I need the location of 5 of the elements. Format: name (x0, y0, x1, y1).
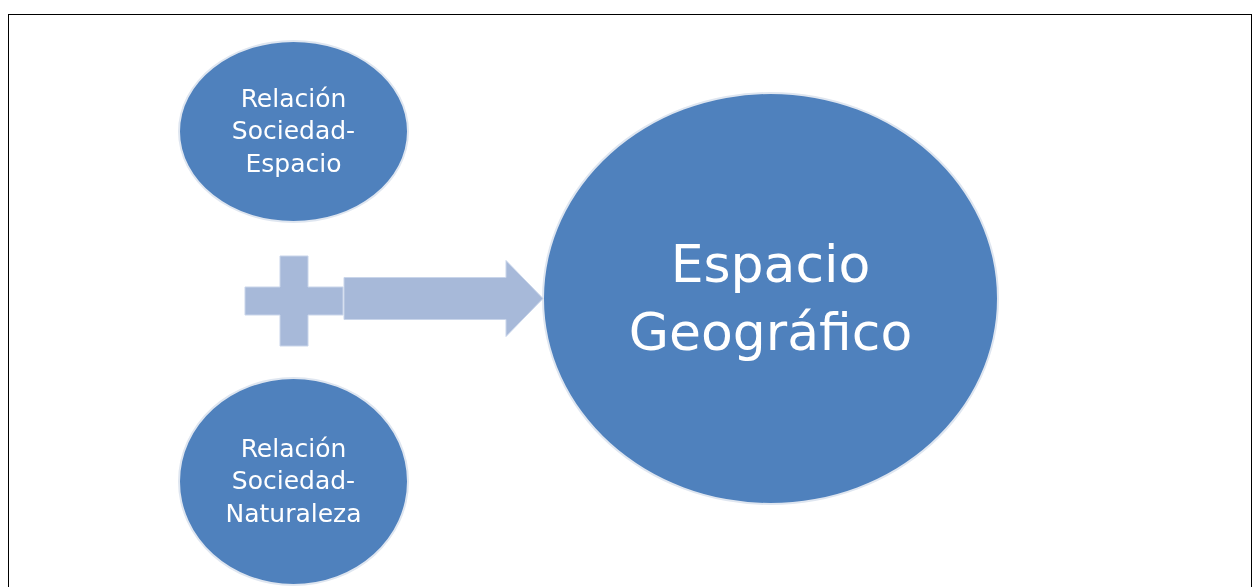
block-arrow (343, 260, 544, 337)
circle-label: Espacio Geográfico (627, 232, 914, 364)
circle-label: Relación Sociedad-Naturaleza (224, 432, 363, 530)
plus-sign (245, 256, 343, 346)
circle-label: Relación Sociedad-Espacio (230, 82, 357, 180)
